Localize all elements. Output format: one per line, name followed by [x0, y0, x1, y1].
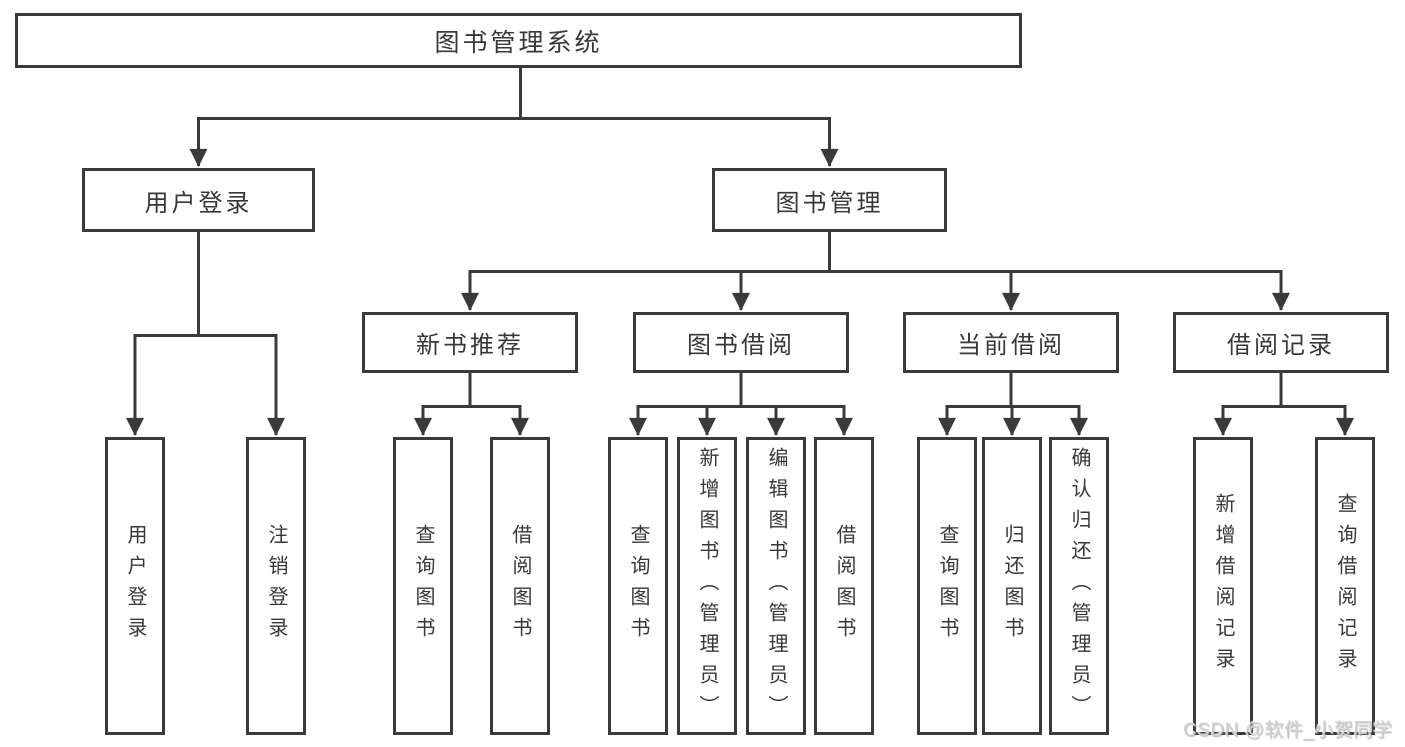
node-borrowing-records: 借阅记录: [1173, 312, 1389, 373]
watermark-text: CSDN @软件_小贺同学: [1183, 720, 1393, 741]
node-library-management-system: 图书管理系统: [15, 13, 1022, 68]
leaf-add-books-admin: 新增图书（管理员）: [677, 437, 737, 735]
leaf-label: 归还图书: [1001, 524, 1023, 648]
leaf-borrow-books-recommend: 借阅图书: [490, 437, 550, 735]
node-book-borrowing: 图书借阅: [633, 312, 849, 373]
leaf-return-books: 归还图书: [982, 437, 1042, 735]
leaf-confirm-return-admin: 确认归还（管理员）: [1049, 437, 1109, 735]
leaf-label: 新增借阅记录: [1212, 493, 1234, 679]
leaf-label: 注销登录: [265, 524, 287, 648]
leaf-label: 查询图书: [412, 524, 434, 648]
leaf-user-login: 用户登录: [105, 437, 165, 735]
leaf-label: 借阅图书: [833, 524, 855, 648]
leaf-add-borrow-record: 新增借阅记录: [1193, 437, 1253, 735]
leaf-query-books-recommend: 查询图书: [393, 437, 453, 735]
leaf-edit-books-admin: 编辑图书（管理员）: [746, 437, 806, 735]
leaf-query-books-borrowing: 查询图书: [608, 437, 668, 735]
leaf-query-borrow-record: 查询借阅记录: [1315, 437, 1375, 735]
leaf-label: 编辑图书（管理员）: [765, 446, 787, 726]
node-new-book-recommendation: 新书推荐: [362, 312, 578, 373]
leaf-label: 确认归还（管理员）: [1068, 446, 1090, 726]
leaf-label: 用户登录: [124, 524, 146, 648]
leaf-label: 新增图书（管理员）: [696, 446, 718, 726]
leaf-label: 查询图书: [936, 524, 958, 648]
leaf-logout: 注销登录: [246, 437, 306, 735]
leaf-label: 查询图书: [627, 524, 649, 648]
node-current-borrowing: 当前借阅: [903, 312, 1119, 373]
node-user-login: 用户登录: [82, 168, 315, 232]
leaf-borrow-books-borrowing: 借阅图书: [814, 437, 874, 735]
node-book-management: 图书管理: [712, 168, 947, 232]
leaf-label: 借阅图书: [509, 524, 531, 648]
leaf-label: 查询借阅记录: [1334, 493, 1356, 679]
leaf-query-books-current: 查询图书: [917, 437, 977, 735]
